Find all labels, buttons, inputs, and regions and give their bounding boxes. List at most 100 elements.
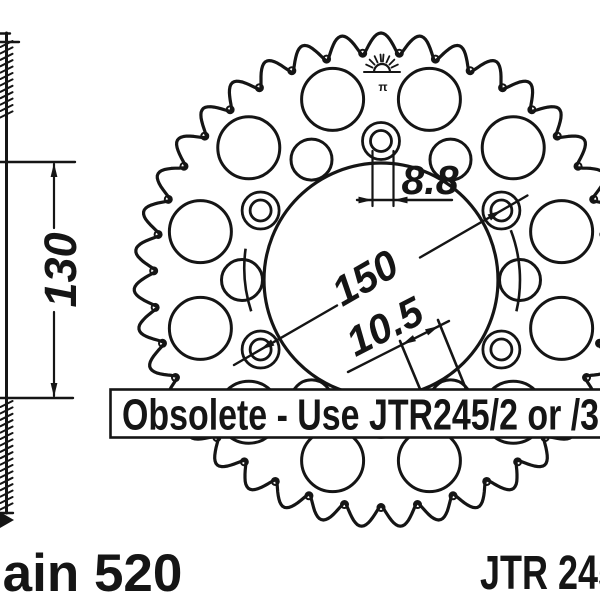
sprocket-linework [0,31,600,528]
bolt-hole-outer [361,121,401,161]
section-hatch [0,110,14,119]
section-hatch [0,444,14,453]
section-hatch [0,502,14,511]
tooth-valley-circle [254,83,264,93]
section-hatch [0,470,14,479]
tooth-valley-circle [376,503,386,512]
section-hatch [0,65,14,74]
medium-hole [289,137,334,182]
sun-ray [365,63,374,69]
bolt-hole-inner [489,198,514,223]
slot-edge [436,318,468,391]
dim-arrow-hole [358,196,373,204]
tooth-valley-circle [239,457,249,467]
tooth-valley-circle [513,457,523,467]
section-hatch [0,84,14,93]
tooth-valley-circle [150,302,160,312]
dim-arrow-height [50,383,58,397]
dim-hole-diameter-label: 8.8 [402,157,459,203]
section-hatch [0,412,14,421]
section-hatch [0,483,14,492]
lightening-hole [216,115,282,181]
section-corner-wedge [0,512,14,528]
dim-arrow-bcd [487,210,502,221]
dim-arrow-slot [402,335,417,345]
section-hatch [0,476,14,485]
section-hatch [0,425,14,434]
jt-sun-logo: π [378,80,387,94]
tooth-valley-circle [589,194,599,204]
sun-ray [368,58,376,66]
bolt-hole-outer [481,329,522,370]
bolt-hole-outer [240,190,281,231]
bolt-hole-inner [489,337,514,362]
sun-ray [390,63,399,69]
bolt-hole-outer [481,190,522,231]
tooth-valley-circle [149,266,159,276]
lightening-hole [480,115,546,181]
bolt-hole-outer [240,329,281,370]
obsolete-banner-label: Obsolete - Use JTR245/2 or /3 [122,391,599,440]
tooth-valley-circle [157,338,167,348]
sun-ray [388,58,396,66]
section-hatch [0,97,14,106]
lightening-hole [529,199,595,265]
sun-ray [385,55,391,64]
section-hatch [0,419,14,428]
tooth-valley-circle [412,500,422,510]
lightening-hole [529,295,595,361]
chain-size-label: Chain 520 [0,544,182,600]
dim-arrow-bcd [260,339,275,350]
tooth-valley-circle [448,491,458,501]
tooth-valley-circle [270,476,280,486]
tooth-valley-circle [582,373,592,383]
obsolete-banner: Obsolete - Use JTR245/2 or /3 [109,388,600,440]
footer-labels: Chain 520 JTR 245 [0,544,600,600]
jt-logo-mark: π [378,80,387,94]
lightening-hole [300,66,366,132]
dim-arrow-height [50,163,58,177]
obsolete-banner-box [109,388,600,439]
tooth-valley-circle [527,105,537,115]
section-hatch [0,78,14,87]
section-hatch [0,489,14,498]
section-hatch [0,457,14,466]
lightening-hole [167,199,233,265]
tooth-valley-circle [552,131,562,141]
tooth-valley-circle [322,54,332,64]
section-hatch [0,464,14,472]
bolt-hole-inner [248,337,273,362]
tooth-valley-circle [430,54,440,64]
tooth-valley-circle [358,48,368,58]
tooth-valley-circle [394,48,404,58]
section-hatch [0,46,14,55]
section-hatch [0,104,14,112]
bolt-hole-inner [248,198,273,223]
sun-ray [379,53,382,63]
slot-edge [398,339,422,391]
sun-ray [382,53,385,63]
part-number-label: JTR 245 [480,547,600,600]
tooth-valley-circle [153,229,163,239]
tooth-valley-circle [304,491,314,501]
dim-arrow-slot [424,326,439,336]
dim-arrow-hole [393,196,408,204]
tooth-valley-circle [225,105,235,115]
section-hatch [0,72,14,80]
lightening-hole [396,66,462,132]
sun-ray [373,55,379,64]
tooth-valley-circle [170,373,180,383]
section-hatch [0,52,14,61]
section-hatch [0,91,14,100]
lightening-hole [167,295,233,361]
bolt-hole-inner [369,129,393,153]
bolt-circle-arc [242,248,253,312]
bolt-circle-arc [509,229,522,312]
tooth-valley-circle [573,161,583,171]
medium-hole [428,137,473,182]
tooth-valley-circle [498,83,508,93]
tooth-valley-circle [287,66,297,76]
section-hatch [0,438,14,447]
tooth-valley-circle [482,476,492,486]
